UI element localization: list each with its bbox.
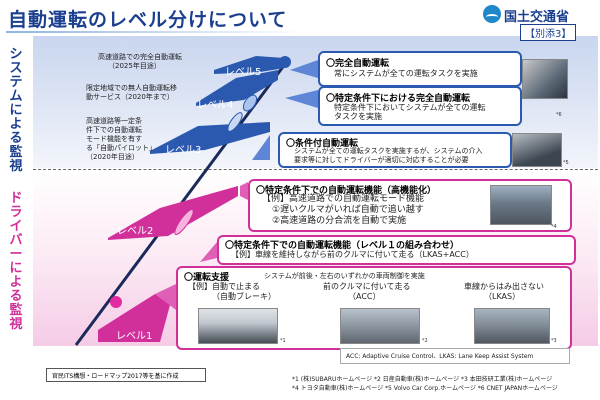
level2-pointer <box>108 186 238 240</box>
level5-label: レベル5 <box>225 67 262 78</box>
level1-lkas-photo <box>474 308 550 344</box>
title-underline <box>6 31 306 33</box>
level4-connector <box>285 90 318 108</box>
photo-credits-line-2: *4 トヨタ自動車(株)ホームページ *5 Volvo Car Corp.ホーム… <box>292 385 558 392</box>
level2-advanced-example: 【例】高速道路での自動運転モード機能 <box>262 194 425 204</box>
level4-description-box: 〇特定条件下における完全自動運転 特定条件下においてシステムが全ての運転 タスク… <box>318 86 522 126</box>
level4-pointer <box>196 70 278 106</box>
level5-roadmap-note: 高速道路での完全自動運転（2025年目途） <box>98 53 182 70</box>
level2-advanced-title: 〇特定条件下での自動運転機能（高機能化） <box>256 186 437 196</box>
level3-footnote-mark: *5 <box>563 160 569 166</box>
level1-pointer <box>98 294 170 342</box>
mlit-logo-icon <box>483 5 501 23</box>
level2-advanced-item-2: ②高速道路の分合流を自動で実施 <box>272 216 407 226</box>
level5-box-text: 常にシステムが全ての運転タスクを実施 <box>334 69 478 78</box>
level1-example-2-sub: （ACC） <box>348 292 381 301</box>
level1-example-3-footnote: *3 <box>551 338 557 344</box>
level3-box-title: 〇条件付自動運転 <box>286 139 359 149</box>
level1-auto-brake-photo <box>198 308 278 344</box>
level2-axis-marker <box>174 209 194 235</box>
source-text: 官民ITS構想・ロードマップ2017等を基に作成 <box>52 373 179 380</box>
level3-label: レベル3 <box>165 145 202 156</box>
page-title: 自動運転のレベル分けについて <box>8 9 288 31</box>
level2-advanced-box: 〇特定条件下での自動運転機能（高機能化） 【例】高速道路での自動運転モード機能 … <box>248 179 572 232</box>
level1-example-1-footnote: *1 <box>280 338 286 344</box>
level1-example-3-sub: （LKAS） <box>484 292 521 301</box>
level1-box-subtitle: システムが前後・左右のいずれかの車両制御を実施 <box>264 272 425 280</box>
level1-description-box: 〇運転支援 システムが前後・左右のいずれかの車両制御を実施 【例】自動で止まる … <box>176 266 572 350</box>
level2-combined-example: 【例】車線を維持しながら前のクルマに付いて走る（LKAS+ACC） <box>231 250 474 259</box>
level5-connector <box>290 60 318 78</box>
level3-connector <box>252 135 270 160</box>
level1-connector <box>155 284 176 310</box>
level1-example-2-label: 前のクルマに付いて走る <box>323 282 411 291</box>
level3-roadmap-note: 高速道路等一定条件下での自動運転モード機能を有する「自動パイロット」（2020年… <box>86 117 156 161</box>
level3-box-text-2: 要求等に対してドライバーが適切に対応することが必要 <box>294 156 469 164</box>
acronym-note-text: ACC: Adaptive Cruise Control、LKAS: Lane … <box>346 353 534 360</box>
level1-example-3-label: 車線からはみ出さない <box>464 282 544 291</box>
level2-highway-photo <box>490 185 552 225</box>
level3-box-text-1: システムが全ての運転タスクを実施するが、システムの介入 <box>294 147 483 155</box>
level1-axis-dot <box>110 296 122 308</box>
level4-axis-marker <box>242 94 258 112</box>
level2-label: レベル2 <box>117 226 154 237</box>
level2-connector-a <box>240 182 248 200</box>
level4-box-text-2: タスクを実施 <box>334 112 382 121</box>
ministry-name: 国土交通省 <box>504 10 570 25</box>
level1-acc-photo <box>340 308 420 344</box>
level5-concept-car-photo <box>522 59 568 99</box>
level1-box-title: 〇運転支援 <box>184 273 230 283</box>
level1-label: レベル1 <box>116 331 153 342</box>
system-monitoring-label: システムによる監視 <box>9 47 23 174</box>
source-box: 官民ITS構想・ロードマップ2017等を基に作成 <box>46 368 206 382</box>
level5-axis-dot <box>279 56 291 68</box>
level5-box-title: 〇完全自動運転 <box>326 59 390 69</box>
level5-pointer <box>214 56 285 74</box>
level4-footnote-mark: *6 <box>556 112 562 118</box>
level3-axis-marker <box>227 112 243 132</box>
level3-driver-photo <box>512 133 562 167</box>
level3-pointer <box>150 122 270 154</box>
driver-monitoring-label: ドライバーによる監視 <box>9 191 23 332</box>
level2-connector-b <box>200 242 217 262</box>
band-divider <box>33 169 598 170</box>
level1-example-2-footnote: *2 <box>422 338 428 344</box>
photo-credits-line-1: *1 (株)SUBARUホームページ *2 日産自動車(株)ホームページ *3 … <box>292 376 553 383</box>
level5-description-box: 〇完全自動運転 常にシステムが全ての運転タスクを実施 <box>318 51 522 87</box>
level4-box-text-1: 特定条件下においてシステムが全ての運転 <box>334 103 486 112</box>
level2-combined-title: 〇特定条件下での自動運転機能（レベル１の組み合わせ） <box>225 241 460 251</box>
level1-example-1-sub: （自動ブレーキ） <box>212 292 276 301</box>
level2-combined-box: 〇特定条件下での自動運転機能（レベル１の組み合わせ） 【例】車線を維持しながら前… <box>217 235 576 265</box>
level2-advanced-item-1: ①遅いクルマがいれば自動で追い越す <box>272 205 424 215</box>
level3-description-box: 〇条件付自動運転 システムが全ての運転タスクを実施するが、システムの介入 要求等… <box>278 132 512 168</box>
level4-roadmap-note: 限定地域での無人自動運転移動サービス（2020年まで） <box>86 84 177 101</box>
level2-footnote-mark: *4 <box>551 224 557 230</box>
level4-label: レベル4 <box>197 100 234 111</box>
acronym-note-box: ACC: Adaptive Cruise Control、LKAS: Lane … <box>340 348 570 364</box>
level4-box-title: 〇特定条件下における完全自動運転 <box>326 94 471 104</box>
level1-example-1-label: 【例】自動で止まる <box>188 282 260 291</box>
appendix-tag: 【別添3】 <box>520 24 577 41</box>
